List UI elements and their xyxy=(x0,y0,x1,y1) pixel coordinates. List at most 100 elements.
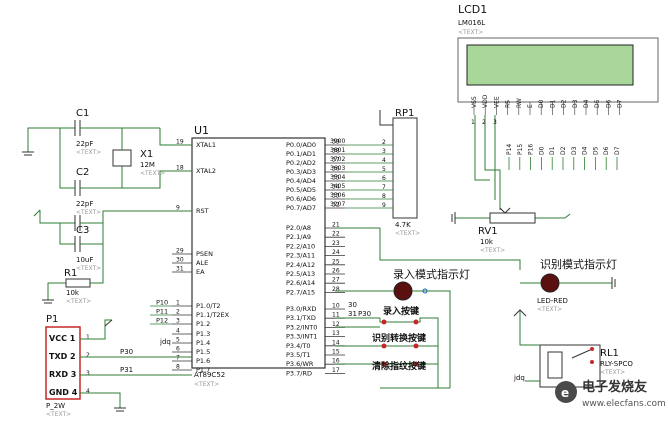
lcd-net-label: D0 xyxy=(538,146,545,155)
mcu-pin-name: P1.1/T2EX xyxy=(196,311,230,319)
mcu-pin-number: 14 xyxy=(332,339,340,346)
mcu-pin-name: P1.7 xyxy=(196,366,210,374)
mcu-pin-name: P3.7/RD xyxy=(286,369,312,377)
p0-net-label: 3900 xyxy=(330,138,345,145)
mcu-pin-name: P1.6 xyxy=(196,357,210,365)
c1-tag: <TEXT> xyxy=(76,149,101,156)
mcu-pin-name: P0.4/AD4 xyxy=(286,177,316,185)
rp1-pin-number: 3 xyxy=(382,148,386,155)
p0-net-label: 3603 xyxy=(330,165,345,172)
lcd-net-label: D6 xyxy=(603,146,610,155)
led-identify[interactable]: LED-RED <TEXT> xyxy=(520,273,616,313)
lcd-pin-label: D7 xyxy=(617,99,624,108)
watermark-url: www.elecfans.com xyxy=(582,399,666,409)
mcu-pin-name: P2.7/A15 xyxy=(286,288,315,296)
mcu-pin-number: 2 xyxy=(176,309,180,316)
led-record[interactable] xyxy=(335,281,451,388)
p1-pin-number: 2 xyxy=(86,352,90,359)
lcd-pin-label: D0 xyxy=(538,99,545,108)
mcu-pin-number: 34 xyxy=(332,184,340,191)
mcu-pin-name: P0.1/AD1 xyxy=(286,150,316,158)
p1-pin-label: RXD 3 xyxy=(49,370,76,379)
reset-circuit[interactable] xyxy=(33,209,192,304)
mcu-pin-number: 19 xyxy=(176,139,184,146)
c3-tag: <TEXT> xyxy=(76,265,101,272)
lcd-net-label: D1 xyxy=(549,146,556,155)
p1-pin-number: 3 xyxy=(86,370,90,377)
mcu-pin-number: 33 xyxy=(332,193,340,200)
watermark-logo-icon: e xyxy=(561,386,569,400)
c1-value: 22pF xyxy=(76,140,93,148)
mcu-pin-name: P3.5/T1 xyxy=(286,351,311,359)
mcu-pin-number: 4 xyxy=(176,328,180,335)
rp1-pin-number: 4 xyxy=(382,157,386,164)
led-model: LED-RED xyxy=(537,297,568,305)
p0-net-label: 3702 xyxy=(330,156,345,163)
lcd-net-label: P16 xyxy=(528,144,535,155)
mcu-pin-number: 6 xyxy=(176,346,180,353)
record-key-label: 录入按键 xyxy=(383,305,420,317)
mcu-pin-number: 8 xyxy=(176,364,180,371)
lcd-pin-label: VEE xyxy=(493,96,500,108)
rl1-tag: <TEXT> xyxy=(600,369,625,376)
lcd-pin-number: 3 xyxy=(493,119,497,126)
lcd-net-label: D4 xyxy=(582,146,589,155)
rv1-value: 10k xyxy=(480,238,494,246)
lcd-pin-label: VDD xyxy=(482,94,489,108)
mcu-pin-name: P3.1/TXD xyxy=(286,314,316,322)
rp1-tag: <TEXT> xyxy=(395,230,420,237)
mcu-pin-number: 21 xyxy=(332,222,340,229)
c3-ref: C3 xyxy=(76,225,89,236)
mcu-pin-number: 36 xyxy=(332,166,340,173)
x1-value: 12M xyxy=(140,161,155,169)
mcu-pin-name: P2.5/A13 xyxy=(286,270,315,278)
p0-net-label: 3207 xyxy=(330,201,345,208)
lcd-pin-number: 2 xyxy=(482,119,486,126)
button-group[interactable] xyxy=(335,317,450,389)
net-p30-right: P30 xyxy=(358,310,371,318)
lcd-pin-label: RW xyxy=(516,98,523,108)
p0-net-label: 3504 xyxy=(330,174,345,181)
mcu-pin-number: 26 xyxy=(332,268,340,275)
lcd-pin-label: D5 xyxy=(594,99,601,108)
mcu-pin-number: 38 xyxy=(332,148,340,155)
c3-value: 10uF xyxy=(76,256,93,264)
mcu-pin-name: P1.3 xyxy=(196,330,210,338)
mcu-pin-number: 13 xyxy=(332,330,340,337)
lcd-wiring xyxy=(335,115,565,270)
x1-ref: X1 xyxy=(140,149,153,160)
mcu-pin-number: 22 xyxy=(332,231,340,238)
lcd-pin-label: E xyxy=(527,104,534,108)
mcu-pin-name: P0.2/AD2 xyxy=(286,159,316,167)
c1-ref: C1 xyxy=(76,108,89,119)
mcu-pin-number: 17 xyxy=(332,367,340,374)
lcd-pin-label: VSS xyxy=(471,96,478,108)
mcu-pin-name: P1.0/T2 xyxy=(196,302,221,310)
rv1-ref: RV1 xyxy=(478,226,498,237)
p0-net-label: 3306 xyxy=(330,192,345,199)
clear-fp-key-label: 清除指纹按键 xyxy=(372,360,427,372)
crystal-circuit[interactable] xyxy=(22,120,192,196)
relay-rl1[interactable]: RL1 RLY-SPCO <TEXT> jdq xyxy=(513,309,633,388)
mcu-pin-name: P0.6/AD6 xyxy=(286,195,316,203)
rp1-ref: RP1 xyxy=(395,108,414,119)
potentiometer-rv1[interactable]: RV1 10k <TEXT> xyxy=(451,207,571,254)
button-dots xyxy=(381,319,419,367)
mcu-pin-number: 28 xyxy=(332,286,340,293)
lcd-pin-label: D2 xyxy=(561,99,568,108)
rp1-pin-number: 5 xyxy=(382,166,386,173)
mcu-pin-number: 30 xyxy=(176,257,184,264)
c2-value: 22pF xyxy=(76,200,93,208)
lcd-tag: <TEXT> xyxy=(458,29,483,36)
mcu-pin-number: 3 xyxy=(176,318,180,325)
